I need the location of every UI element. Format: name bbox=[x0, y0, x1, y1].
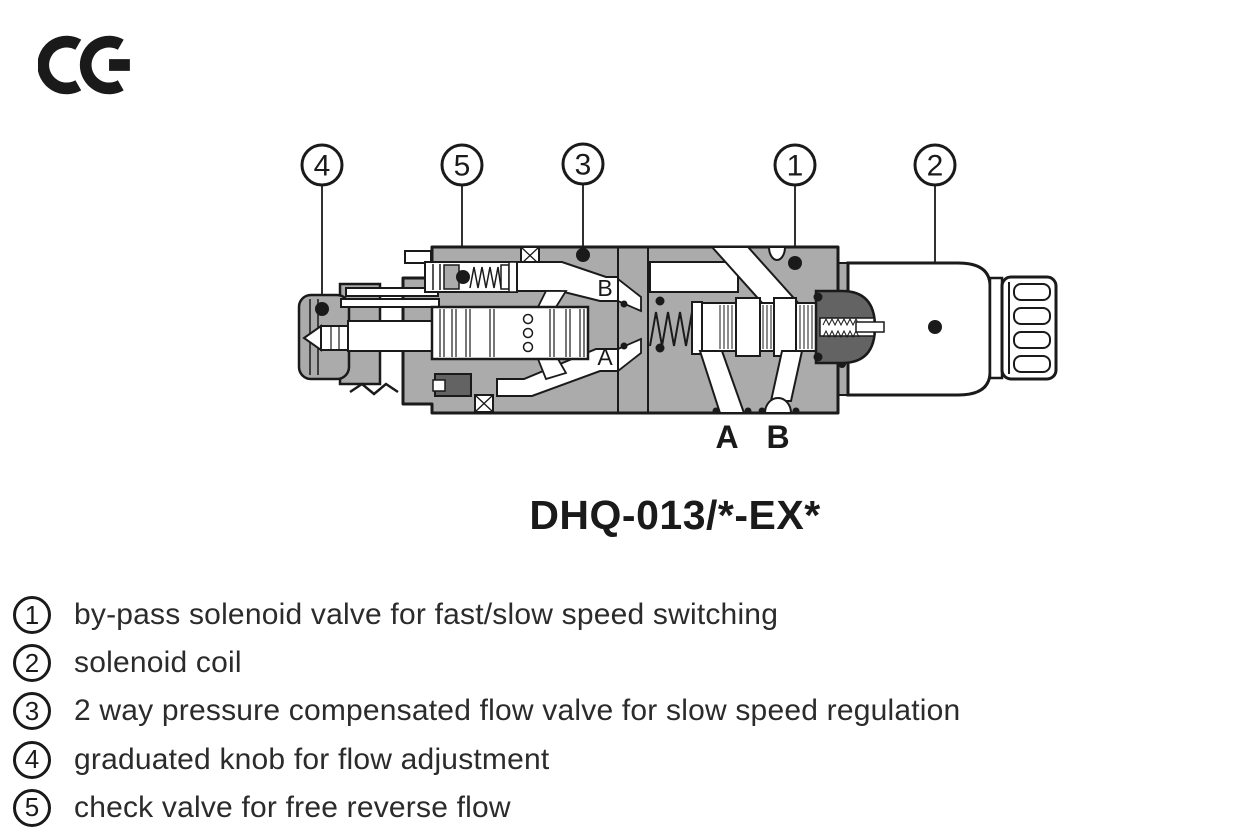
svg-text:2: 2 bbox=[927, 150, 944, 183]
legend-item-text: by-pass solenoid valve for fast/slow spe… bbox=[74, 598, 779, 632]
callout-2: 2 bbox=[913, 143, 957, 187]
legend-item: 3 2 way pressure compensated flow valve … bbox=[13, 687, 960, 735]
legend-item-number: 5 bbox=[13, 788, 51, 827]
legend-item-number: 4 bbox=[13, 740, 51, 779]
model-code-title: DHQ-013/*-EX* bbox=[529, 492, 821, 538]
legend-item-text: solenoid coil bbox=[74, 646, 242, 680]
callout-dots bbox=[315, 248, 942, 334]
legend-item: 4 graduated knob for flow adjustment bbox=[13, 736, 960, 784]
check-valve bbox=[424, 261, 518, 293]
valve-cross-section-diagram: B A A B 4 5 3 1 bbox=[297, 142, 1058, 455]
port-label-b: B bbox=[766, 419, 789, 455]
callout-1: 1 bbox=[773, 143, 817, 187]
legend-item: 5 check valve for free reverse flow bbox=[13, 784, 960, 832]
callout-4: 4 bbox=[300, 143, 344, 187]
legend: 1 by-pass solenoid valve for fast/slow s… bbox=[13, 591, 960, 832]
legend-item-number: 2 bbox=[13, 644, 51, 683]
port-label-a: A bbox=[715, 419, 738, 455]
bypass-solenoid-valve-section bbox=[649, 246, 885, 415]
ce-mark-icon bbox=[38, 35, 130, 95]
legend-item-text: check valve for free reverse flow bbox=[74, 790, 511, 824]
callout-3: 3 bbox=[561, 142, 605, 186]
callout-balloons: 4 5 3 1 2 bbox=[300, 142, 957, 187]
callout-5: 5 bbox=[440, 143, 484, 187]
channel-label-b: B bbox=[597, 275, 612, 301]
legend-item-number: 3 bbox=[13, 692, 51, 731]
channel-label-a: A bbox=[597, 344, 613, 370]
legend-item-text: graduated knob for flow adjustment bbox=[74, 742, 550, 776]
graduated-knob bbox=[297, 282, 440, 396]
flow-regulating-spool bbox=[430, 305, 590, 361]
legend-item-number: 1 bbox=[13, 596, 51, 635]
legend-item: 1 by-pass solenoid valve for fast/slow s… bbox=[13, 591, 960, 639]
svg-text:3: 3 bbox=[575, 149, 592, 182]
legend-item-text: 2 way pressure compensated flow valve fo… bbox=[74, 694, 961, 728]
svg-text:1: 1 bbox=[787, 150, 804, 183]
svg-text:5: 5 bbox=[454, 150, 471, 183]
coil-knurled-nut bbox=[1000, 275, 1058, 381]
legend-item: 2 solenoid coil bbox=[13, 639, 960, 687]
svg-text:4: 4 bbox=[314, 150, 331, 183]
flow-valve-section bbox=[404, 246, 649, 413]
